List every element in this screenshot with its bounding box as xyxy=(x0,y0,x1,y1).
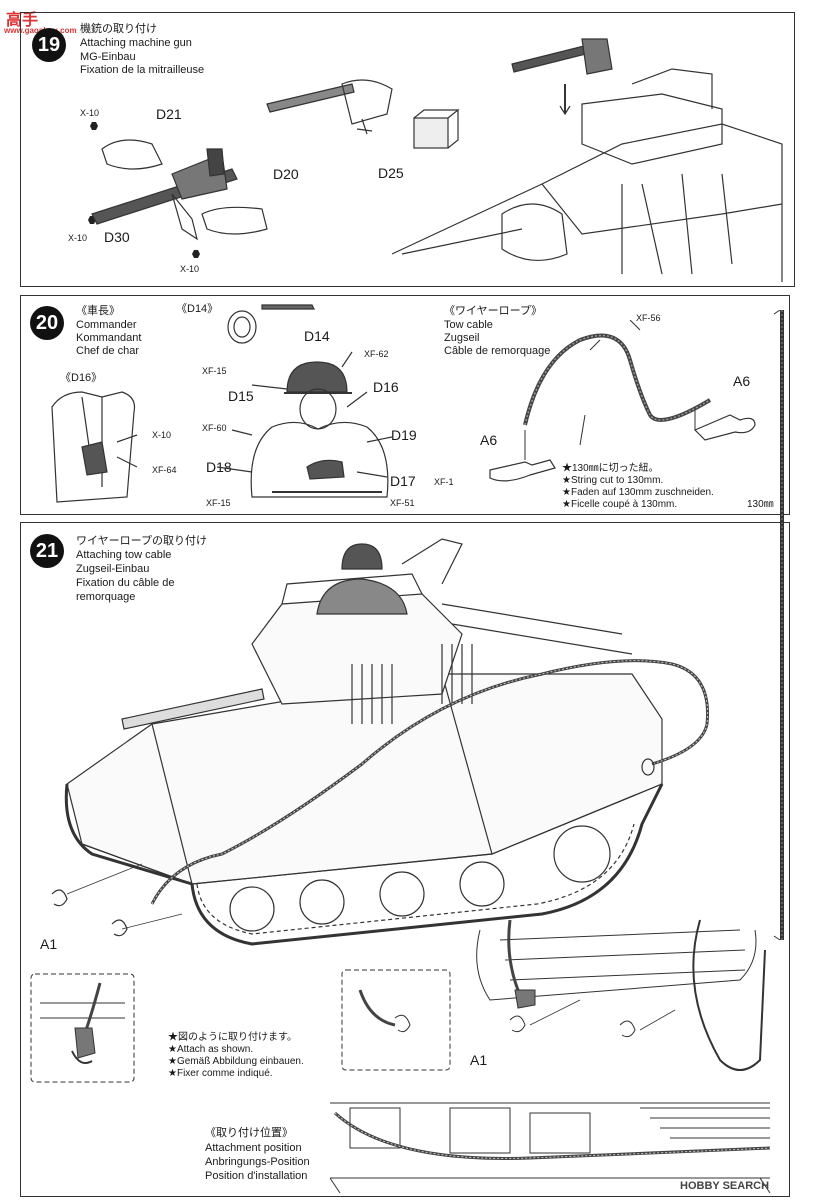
paint-dot-icon xyxy=(192,250,200,258)
paint-x10-a: X-10 xyxy=(80,108,100,118)
tow-title-de: Zugseil xyxy=(444,332,480,344)
paint-x10-c: X-10 xyxy=(180,264,200,274)
step19-title-fr: Fixation de la mitrailleuse xyxy=(80,64,205,76)
step19-number: 19 xyxy=(32,28,66,62)
step20-number: 20 xyxy=(30,306,64,340)
part-a1-right: A1 xyxy=(470,1052,488,1068)
paint-xf15-b: XF-15 xyxy=(206,498,231,508)
paint-dot-icon xyxy=(88,216,96,224)
watermark-logo: 高手 xyxy=(6,12,39,29)
part-a6-right: A6 xyxy=(733,373,751,389)
d14-detail-title: 《D14》 xyxy=(176,303,219,315)
tow-title-fr: Câble de remorquage xyxy=(444,345,551,357)
step20-title-fr: Chef de char xyxy=(76,345,139,357)
part-d30: D30 xyxy=(104,229,130,245)
paint-xf15-a: XF-15 xyxy=(202,366,227,376)
paint-xf64: XF-64 xyxy=(152,465,177,475)
tank-assembly-drawing xyxy=(51,538,710,946)
cable-length-label: 130㎜ xyxy=(747,499,774,510)
position-title-fr: Position d'installation xyxy=(205,1170,308,1182)
step19-panel xyxy=(20,12,795,287)
step21-note-fr: ★Fixer comme indiqué. xyxy=(168,1068,273,1079)
part-d15: D15 xyxy=(228,388,254,404)
scale-cable-drawing xyxy=(773,310,784,941)
step21-note-en: ★Attach as shown. xyxy=(168,1044,254,1055)
position-title-de: Anbringungs-Position xyxy=(205,1156,310,1168)
d16-detail-title: 《D16》 xyxy=(60,372,103,384)
step19-title-de: MG-Einbau xyxy=(80,51,136,63)
tow-cable-drawing xyxy=(489,320,756,482)
part-d19: D19 xyxy=(391,427,417,443)
watermark-bottom: HOBBY SEARCH xyxy=(680,1180,770,1192)
step21-title-en: Attaching tow cable xyxy=(76,549,172,561)
step20-title-de: Kommandant xyxy=(76,332,142,344)
detail-inset-right xyxy=(341,919,766,1071)
part-d16: D16 xyxy=(373,379,399,395)
position-title-jp: 《取り付け位置》 xyxy=(205,1127,293,1139)
paint-xf1: XF-1 xyxy=(434,477,454,487)
step21-title-de: Zugseil-Einbau xyxy=(76,563,150,575)
part-a6-left: A6 xyxy=(480,432,498,448)
paint-x10: X-10 xyxy=(152,430,172,440)
tow-note-en: ★String cut to 130mm. xyxy=(562,475,664,486)
paint-xf56: XF-56 xyxy=(636,313,661,323)
step21-panel xyxy=(20,522,790,1197)
step21-title-fr2: remorquage xyxy=(76,591,136,603)
step19-machine-gun-drawing xyxy=(91,38,783,282)
attachment-position-drawing xyxy=(330,1102,771,1193)
paint-xf60: XF-60 xyxy=(202,423,227,433)
step21-note-jp: ★図のように取り付けます。 xyxy=(168,1032,297,1043)
paint-xf51: XF-51 xyxy=(390,498,415,508)
position-title-en: Attachment position xyxy=(205,1142,302,1154)
part-d17: D17 xyxy=(390,473,416,489)
tow-note-fr: ★Ficelle coupé à 130mm. xyxy=(562,499,678,510)
step20-commander-drawing xyxy=(51,304,393,503)
step21-title-jp: ワイヤーロープの取り付け xyxy=(76,535,208,547)
part-a1-left: A1 xyxy=(40,936,58,952)
step21-title-fr1: Fixation du câble de xyxy=(76,577,175,589)
step19-title-en: Attaching machine gun xyxy=(80,37,192,49)
step20-title-jp: 《車長》 xyxy=(76,305,120,317)
detail-inset-left xyxy=(30,973,135,1083)
paint-xf62: XF-62 xyxy=(364,349,389,359)
step20-title-en: Commander xyxy=(76,319,137,331)
part-d14: D14 xyxy=(304,328,330,344)
paint-dot-icon xyxy=(90,122,98,130)
part-d20: D20 xyxy=(273,166,299,182)
step20-panel xyxy=(20,295,790,515)
step21-number: 21 xyxy=(30,534,64,568)
tow-note-jp: ★130㎜に切った紐。 xyxy=(562,463,659,474)
tow-title-en: Tow cable xyxy=(444,319,493,331)
step19-title-jp: 機銃の取り付け xyxy=(80,23,157,35)
tow-note-de: ★Faden auf 130mm zuschneiden. xyxy=(562,487,714,498)
step21-note-de: ★Gemäß Abbildung einbauen. xyxy=(168,1056,304,1067)
part-d21: D21 xyxy=(156,106,182,122)
part-d25: D25 xyxy=(378,165,404,181)
paint-x10-b: X-10 xyxy=(68,233,88,243)
tow-title-jp: 《ワイヤーロープ》 xyxy=(444,305,543,317)
